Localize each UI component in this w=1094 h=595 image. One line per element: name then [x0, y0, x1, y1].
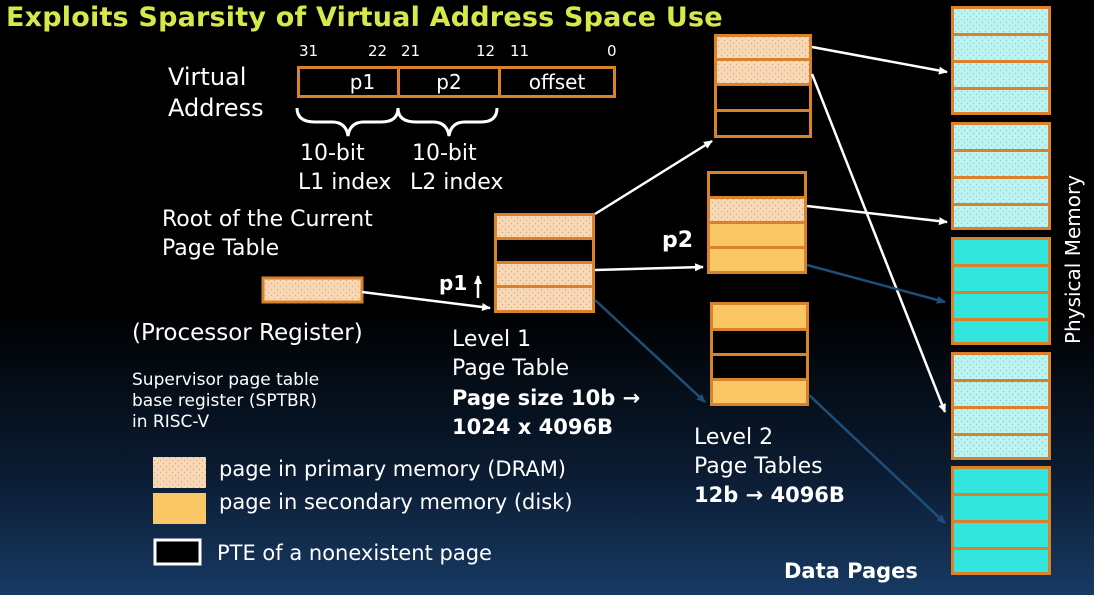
- level2-page-table-b: [707, 171, 807, 274]
- bit-21: 21: [401, 42, 421, 60]
- level2-page-table-a: [714, 34, 812, 138]
- p2-brace: [396, 107, 499, 137]
- level2-page-table-c: [710, 302, 809, 406]
- physical-page-2: [951, 122, 1051, 230]
- legend-primary-label: page in primary memory (DRAM): [219, 457, 567, 481]
- arrow-register-to-l1: [361, 290, 491, 311]
- arrow-l2b-to-phys2: [806, 204, 948, 226]
- sptbr-register: [261, 276, 364, 304]
- bit-11: 11: [510, 42, 530, 60]
- legend-secondary-label: page in secondary memory (disk): [219, 490, 573, 514]
- level1-page-table: [494, 213, 595, 313]
- root-label: Root of the Current Page Table: [162, 207, 373, 261]
- bit-12: 12: [476, 42, 496, 60]
- physical-page-1: [951, 6, 1051, 115]
- arrow-l2b-to-phys3: [806, 263, 946, 304]
- field-offset: offset: [498, 66, 616, 98]
- l2-index-label: 10-bit L2 index: [410, 141, 504, 195]
- bit-22: 22: [368, 42, 388, 60]
- arrow-l2a-to-phys1: [811, 45, 948, 75]
- bit-0: 0: [607, 42, 617, 60]
- arrow-l2c-to-phys5: [808, 394, 946, 524]
- l1-index-label: 10-bit L1 index: [298, 141, 392, 195]
- virtual-label-line2: Address: [168, 94, 264, 122]
- bit-31: 31: [299, 42, 319, 60]
- p1-label: p1: [439, 271, 468, 295]
- legend-nonexistent-label: PTE of a nonexistent page: [217, 541, 492, 565]
- level1-label: Level 1 Page Table: [452, 327, 570, 381]
- virtual-address-label: Virtual Address: [168, 62, 264, 124]
- physical-page-5: [951, 466, 1051, 575]
- physical-page-4: [951, 352, 1051, 460]
- level2-size-label: 12b → 4096B: [694, 483, 845, 507]
- level2-label: Level 2 Page Tables: [694, 425, 823, 479]
- sptbr-label: Supervisor page table base register (SPT…: [132, 370, 320, 432]
- legend-dram-swatch: [153, 457, 206, 488]
- processor-register-label: (Processor Register): [132, 320, 363, 346]
- physical-page-3: [951, 237, 1051, 345]
- legend-disk-swatch: [153, 493, 206, 524]
- p2-label: p2: [662, 228, 694, 253]
- legend-nonexistent-swatch: [153, 538, 202, 566]
- slide-title: Exploits Sparsity of Virtual Address Spa…: [6, 2, 723, 33]
- arrow-l2a-to-phys4: [810, 73, 947, 413]
- arrow-l1-to-l2a: [594, 139, 713, 216]
- field-p2: p2: [397, 66, 501, 98]
- level1-size-label: Page size 10b → 1024 x 4096B: [452, 386, 641, 439]
- arrow-l1-to-l2b: [594, 263, 704, 272]
- data-pages-label: Data Pages: [784, 559, 918, 583]
- p1-brace: [295, 107, 400, 137]
- arrow-l1-to-l2c: [594, 299, 706, 403]
- virtual-label-line1: Virtual: [168, 63, 247, 91]
